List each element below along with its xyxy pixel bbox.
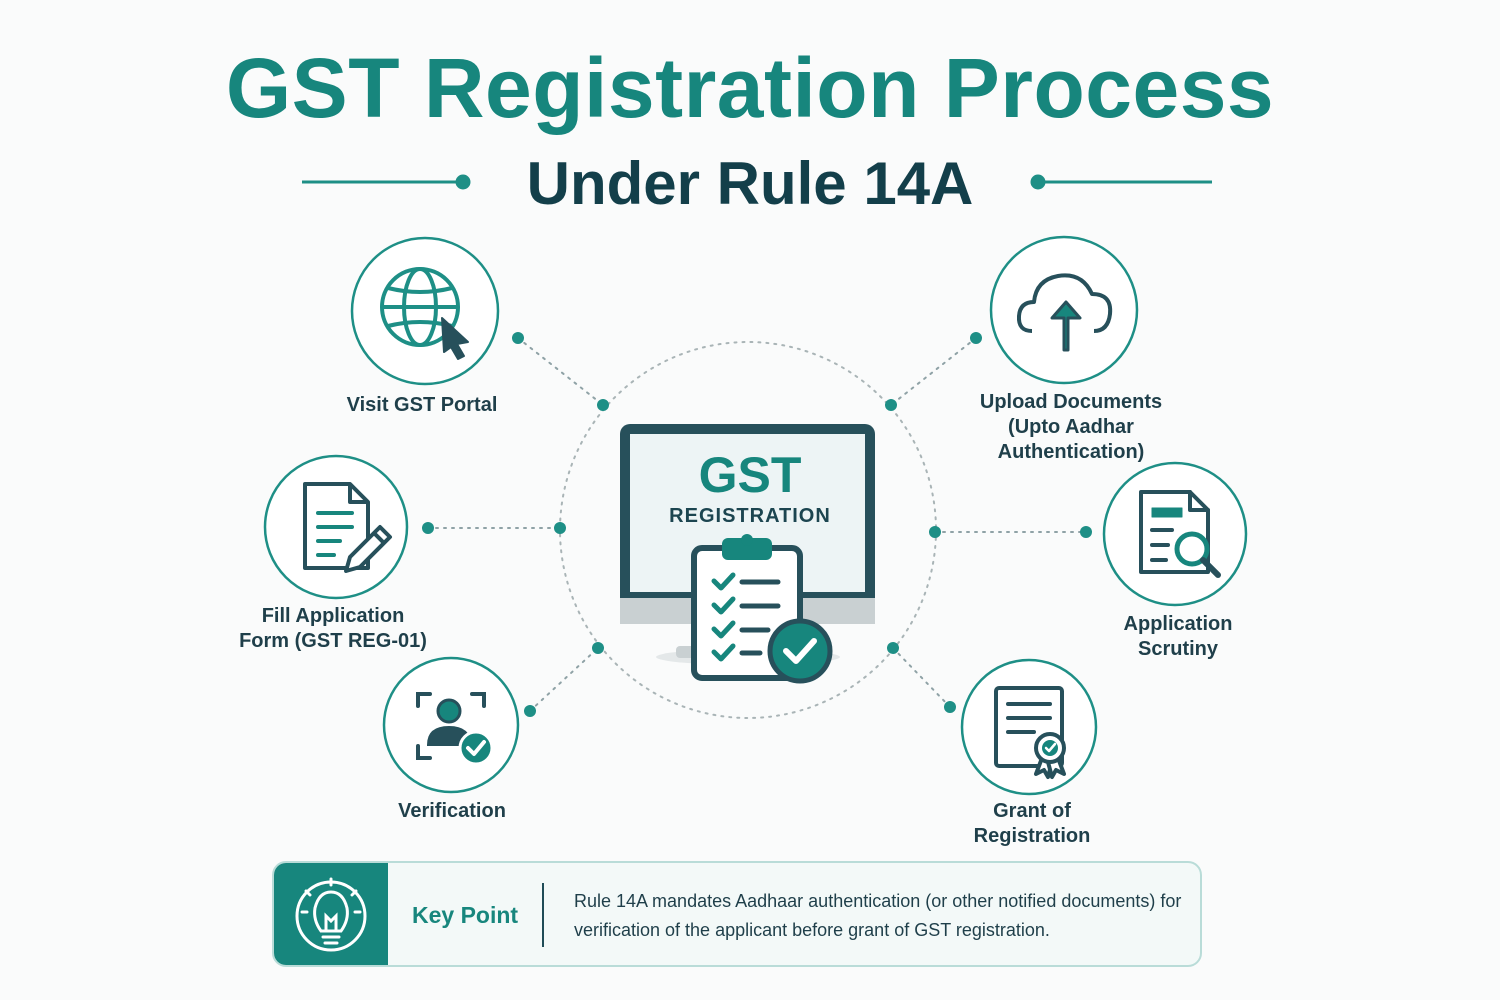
step-label-verification: Verification	[398, 800, 506, 822]
page-subtitle: Under Rule 14A	[526, 150, 974, 217]
globe-cursor-icon	[380, 267, 469, 360]
connector-dots	[422, 332, 1092, 717]
page-title: GST Registration Process	[225, 41, 1275, 135]
clipboard-icon	[691, 534, 833, 684]
lightbulb-icon	[295, 877, 367, 952]
step-label-visit: Visit GST Portal	[346, 394, 498, 416]
center-subtitle: REGISTRATION	[669, 505, 831, 527]
center-title: GST	[698, 447, 802, 503]
key-point-text: Rule 14A mandates Aadhaar authentication…	[574, 891, 1182, 940]
user-verify-icon	[416, 692, 494, 766]
key-point-divider	[542, 883, 544, 947]
connectors	[427, 337, 1087, 712]
cloud-upload-icon	[1016, 273, 1113, 352]
step-label-scrutiny: Application Scrutiny	[1123, 613, 1233, 660]
step-circle-visit	[350, 236, 500, 386]
document-pen-icon	[303, 482, 392, 573]
step-label-upload: Upload Documents (Upto Aadhar Authentica…	[979, 391, 1163, 463]
key-point-label: Key Point	[412, 902, 519, 928]
step-label-grant: Grant of Registration	[973, 800, 1091, 847]
certificate-icon	[994, 686, 1066, 779]
lightbulb-icon-holder	[295, 877, 367, 952]
document-search-icon	[1139, 490, 1221, 578]
step-circle-verification	[382, 656, 520, 794]
subtitle-decoration	[302, 174, 1212, 190]
key-point-box: Key Point Rule 14A mandates Aadhaar auth…	[272, 861, 1202, 967]
step-label-fill: Fill Application Form (GST REG-01)	[239, 605, 427, 652]
